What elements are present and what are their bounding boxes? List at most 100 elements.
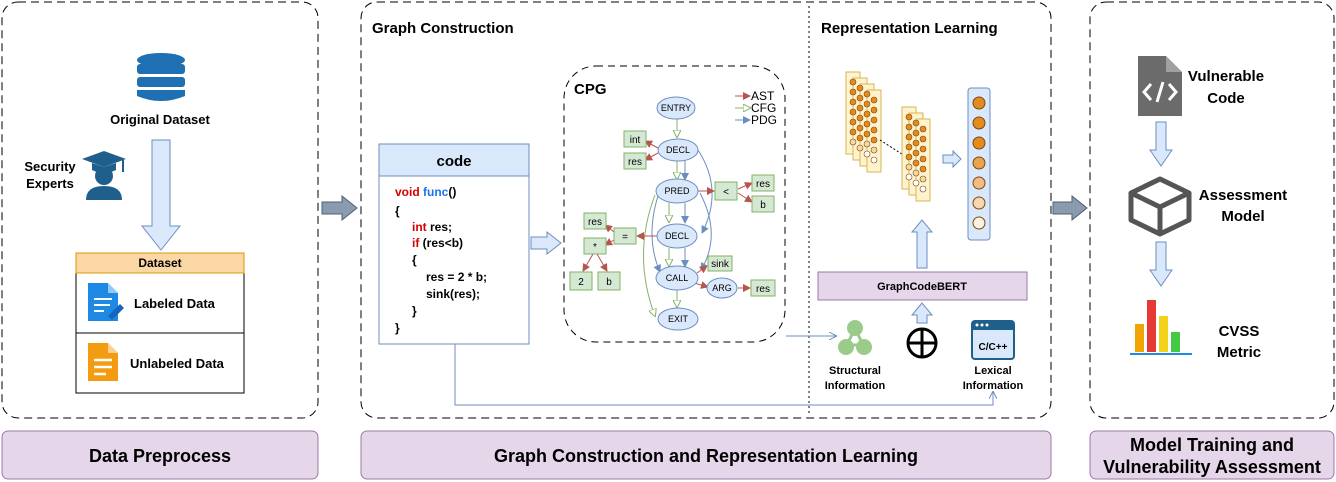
code-header xyxy=(378,143,530,177)
original-dataset-label: Original Dataset xyxy=(110,112,210,127)
cpg-node-pred-label: PRED xyxy=(664,186,690,196)
cpg-node-call-label: CALL xyxy=(666,273,689,283)
vulnerable-line2: Code xyxy=(1207,90,1245,107)
code-line-4: if (res<b) xyxy=(412,236,463,250)
model-to-cvss-arrow xyxy=(1149,241,1173,287)
cpg-box-res4-label: res xyxy=(756,284,770,295)
cpg-box-eq xyxy=(613,227,637,245)
cpg-box-b1 xyxy=(751,195,775,213)
legend-ast: AST xyxy=(751,89,775,103)
dataset-header-label: Dataset xyxy=(138,256,181,270)
layer-connector xyxy=(879,139,906,157)
graph-construction-title: Graph Construction xyxy=(372,20,514,37)
representation-learning-title: Representation Learning xyxy=(821,20,998,37)
cpg-node-decl1 xyxy=(657,138,699,162)
bert-up-arrow xyxy=(910,219,934,269)
feature-map-stack-2 xyxy=(901,106,931,202)
assessment-model-line1: Assessment xyxy=(1199,187,1287,204)
feature-map-stack-1 xyxy=(845,71,882,173)
cpg-box-int xyxy=(623,130,647,148)
graph-frame xyxy=(360,1,1052,419)
cpg-box-res3 xyxy=(583,212,607,230)
cpg-node-entry-label: ENTRY xyxy=(661,103,691,113)
cpg-node-entry xyxy=(656,96,696,120)
cvss-line2: Metric xyxy=(1217,344,1261,361)
labeled-doc-icon xyxy=(88,283,124,321)
cpg-boxes: int res < res b res = * 2 b sink res xyxy=(569,130,776,297)
cpg-box-two xyxy=(569,271,593,291)
cpg-box-int-label: int xyxy=(630,135,641,146)
cpg-node-exit-label: EXIT xyxy=(668,314,689,324)
cpg-box-star xyxy=(583,237,607,255)
code-listing: void func() { int res; if (res<b) { res … xyxy=(395,185,487,335)
cpg-box-res1 xyxy=(623,152,647,170)
code-file-icon xyxy=(1138,56,1182,116)
cpg-legend: AST CFG PDG xyxy=(735,89,777,127)
assessment-frame xyxy=(1089,1,1335,419)
cpg-node-decl2 xyxy=(656,223,698,249)
layers-to-output-arrow xyxy=(942,149,962,169)
cpg-label: CPG xyxy=(574,81,607,98)
oplus-icon xyxy=(906,327,938,359)
code-line-5: { xyxy=(412,253,417,267)
graph-label: Graph Construction and Representation Le… xyxy=(494,446,918,466)
structural-line1: Structural xyxy=(829,365,881,377)
structural-line2: Information xyxy=(825,380,886,392)
cpg-box-lt-label: < xyxy=(723,187,729,198)
cpg-box-res2 xyxy=(751,174,775,192)
cube-model-icon xyxy=(1128,176,1192,237)
lexical-line1: Lexical xyxy=(974,365,1011,377)
cpg-box-res2-label: res xyxy=(756,179,770,190)
assessment-model-line2: Model xyxy=(1221,208,1264,225)
labeled-data-label: Labeled Data xyxy=(134,296,216,311)
cvss-line1: CVSS xyxy=(1219,323,1260,340)
graph-label-box xyxy=(360,430,1052,480)
cpg-box-sink-label: sink xyxy=(711,259,730,270)
fusion-up-arrow xyxy=(910,302,934,324)
code-box xyxy=(378,143,530,345)
code-line-3: int res; xyxy=(412,220,452,234)
cpg-box-lt xyxy=(714,181,738,201)
cpg-node-decl1-label: DECL xyxy=(666,145,690,155)
code-to-lexical-line xyxy=(454,344,993,406)
vulnerable-line1: Vulnerable xyxy=(1188,68,1264,85)
preprocess-frame xyxy=(1,1,319,419)
lexical-line2: Information xyxy=(963,380,1024,392)
cpg-box-b1-label: b xyxy=(760,200,766,211)
code-line-7: sink(res); xyxy=(426,287,480,301)
cpg-box-two-label: 2 xyxy=(578,277,584,288)
cpg-node-pred xyxy=(655,178,699,204)
code-line-1: void func() xyxy=(395,185,456,199)
graphcodebert-box xyxy=(817,271,1028,301)
cpg-edges xyxy=(582,119,753,316)
security-experts-line2: Experts xyxy=(26,176,74,191)
assessment-label-line2: Vulnerability Assessment xyxy=(1103,457,1321,477)
cpg-box-b2 xyxy=(597,271,621,291)
flow-arrow-2 xyxy=(1052,194,1088,222)
code-window-icon-text: C/C++ xyxy=(979,342,1008,353)
legend-cfg: CFG xyxy=(751,101,776,115)
assessment-label-box xyxy=(1089,430,1335,480)
cpg-box-star-label: * xyxy=(593,242,597,253)
cpg-nodes: ENTRY DECL PRED DECL CALL ARG EXIT xyxy=(655,96,738,331)
database-icon xyxy=(137,53,185,101)
cpg-box-eq-label: = xyxy=(622,232,628,243)
cpg-box-res3-label: res xyxy=(588,217,602,228)
flow-arrow-1 xyxy=(321,194,358,222)
network-icon xyxy=(838,320,872,355)
cpg-node-arg-label: ARG xyxy=(712,283,732,293)
cpg-box-b2-label: b xyxy=(606,277,612,288)
cpg-frame xyxy=(563,65,786,343)
preprocess-down-arrow xyxy=(140,139,182,251)
cpg-node-exit xyxy=(657,307,699,331)
security-experts-line1: Security xyxy=(24,159,76,174)
code-line-6: res = 2 * b; xyxy=(426,270,487,284)
code-header-label: code xyxy=(436,153,471,170)
code-line-8: } xyxy=(412,304,417,318)
code-line-2: { xyxy=(395,204,400,218)
bar-chart-icon xyxy=(1130,300,1192,355)
cpg-node-call xyxy=(655,265,699,291)
assessment-label-line1: Model Training and xyxy=(1130,435,1294,455)
graphcodebert-label: GraphCodeBERT xyxy=(877,281,967,293)
